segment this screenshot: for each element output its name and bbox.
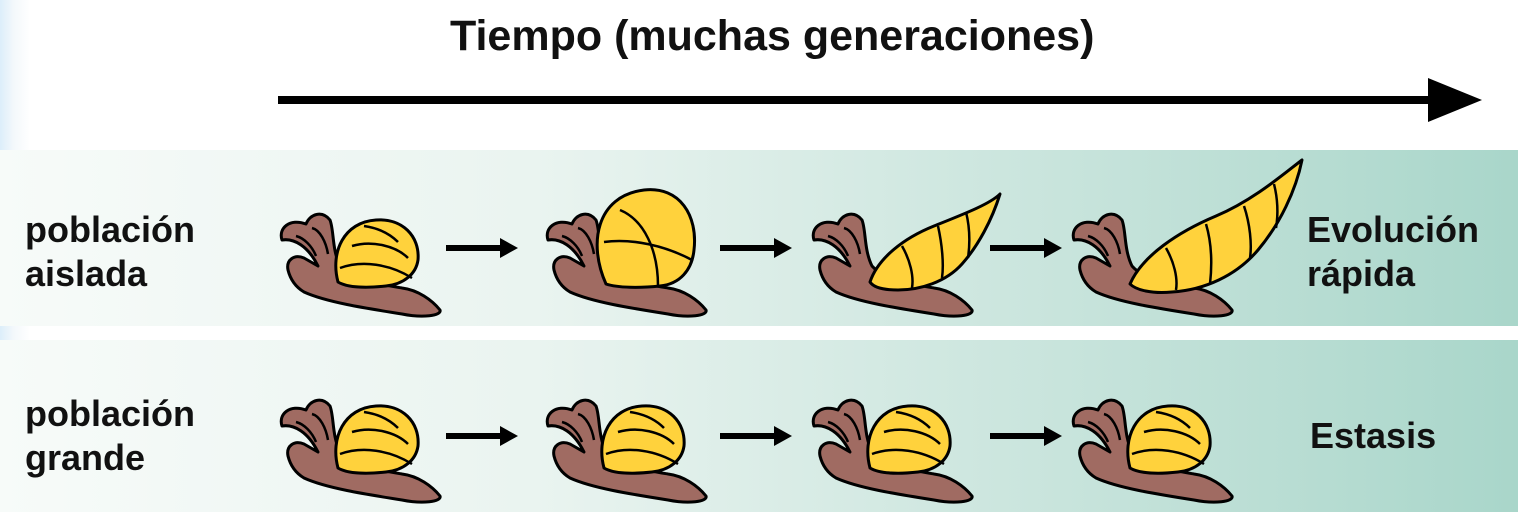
result-label-rapid-evolution: Evolución rápida bbox=[1307, 208, 1479, 296]
result-label-stasis: Estasis bbox=[1310, 414, 1436, 458]
snail-icon bbox=[811, 192, 1002, 318]
snail-icon bbox=[279, 398, 442, 504]
snail-icon bbox=[279, 212, 442, 318]
snail-icon bbox=[545, 398, 708, 504]
arrow-right-icon bbox=[990, 238, 1062, 258]
row-label-large: población grande bbox=[25, 392, 195, 480]
snail-icon bbox=[811, 398, 974, 504]
result-label-line2: rápida bbox=[1307, 253, 1416, 294]
time-arrow-icon bbox=[278, 78, 1482, 122]
result-label-line1: Evolución bbox=[1307, 209, 1480, 250]
arrow-right-icon bbox=[990, 426, 1062, 446]
snail-icon bbox=[1071, 398, 1234, 504]
time-axis-label: Tiempo (muchas generaciones) bbox=[450, 12, 1095, 60]
snail-icon bbox=[1071, 158, 1304, 318]
arrow-right-icon bbox=[446, 426, 518, 446]
row-label-line2: aislada bbox=[25, 253, 148, 294]
row-label-line1: población bbox=[25, 393, 195, 434]
row-label-isolated: población aislada bbox=[25, 208, 195, 296]
snail-icon bbox=[545, 188, 708, 318]
large-population-band bbox=[0, 340, 1518, 512]
arrow-right-icon bbox=[720, 426, 792, 446]
result-label-line1: Estasis bbox=[1310, 415, 1437, 456]
row-label-line1: población bbox=[25, 209, 195, 250]
arrow-right-icon bbox=[720, 238, 792, 258]
arrow-right-icon bbox=[446, 238, 518, 258]
row-label-line2: grande bbox=[25, 437, 146, 478]
